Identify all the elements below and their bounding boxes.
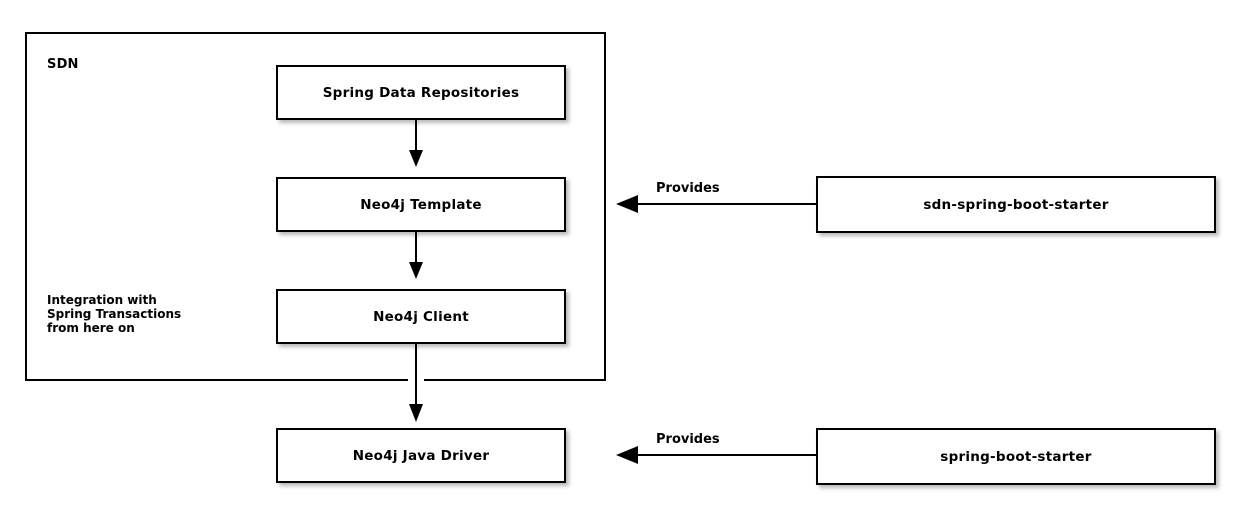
edge-sdn-starter-provides [616, 195, 816, 213]
node-label: Neo4j Template [360, 196, 482, 213]
node-neo4j-client[interactable]: Neo4j Client [276, 289, 566, 344]
group-border-gap [408, 375, 424, 385]
node-label: Neo4j Client [373, 308, 469, 325]
edge-label-boot-starter-provides: Provides [656, 432, 720, 447]
node-neo4j-java-driver[interactable]: Neo4j Java Driver [276, 428, 566, 483]
node-label: sdn-spring-boot-starter [923, 196, 1109, 213]
node-label: spring-boot-starter [940, 448, 1092, 465]
group-box-sdn [25, 32, 606, 381]
note-integration-with-spring-transactions: Integration with Spring Transactions fro… [47, 293, 182, 335]
edge-boot-starter-provides [616, 446, 816, 464]
group-label-sdn: SDN [47, 57, 79, 72]
node-sdn-spring-boot-starter[interactable]: sdn-spring-boot-starter [816, 176, 1216, 233]
node-spring-boot-starter[interactable]: spring-boot-starter [816, 428, 1216, 485]
edge-label-sdn-starter-provides: Provides [656, 181, 720, 196]
node-label: Spring Data Repositories [322, 84, 520, 101]
node-label: Neo4j Java Driver [352, 447, 490, 464]
node-spring-data-repositories[interactable]: Spring Data Repositories [276, 65, 566, 120]
node-neo4j-template[interactable]: Neo4j Template [276, 177, 566, 232]
